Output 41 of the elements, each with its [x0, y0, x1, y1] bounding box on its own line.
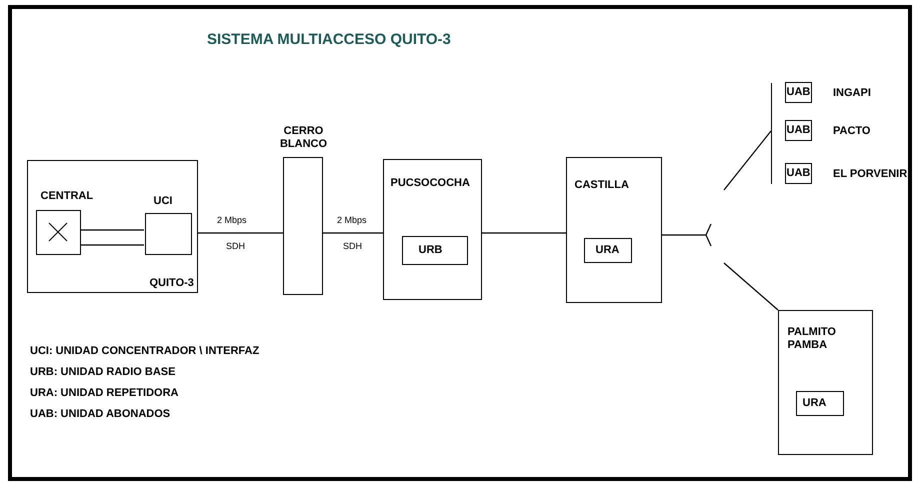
- unit-box: [402, 236, 468, 265]
- connector-line: [198, 232, 283, 234]
- data-rate-label: 2 Mbps: [337, 214, 367, 227]
- node-label: URA: [596, 244, 620, 256]
- unit-box: [796, 391, 844, 416]
- diagram-title: SISTEMA MULTIACCESO QUITO-3: [207, 33, 451, 46]
- node-label: PUCSOCOCHA: [390, 176, 470, 190]
- connector-line: [724, 130, 772, 190]
- node-label: UCI: [154, 194, 172, 208]
- data-rate-label: 2 Mbps: [217, 214, 247, 227]
- legend-note: URB: UNIDAD RADIO BASE: [30, 366, 176, 379]
- node-label: UAB: [786, 124, 810, 136]
- unit-box: [584, 238, 632, 263]
- node-label: QUITO-3: [150, 276, 194, 290]
- site-box: [27, 160, 198, 293]
- node-label: PALMITO PAMBA: [788, 326, 837, 352]
- node-label: CENTRAL: [40, 190, 94, 202]
- node-label: CASTILLA: [574, 178, 629, 192]
- legend-note: UAB: UNIDAD ABONADOS: [30, 408, 170, 421]
- connector-line: [482, 232, 566, 234]
- node-label: URA: [802, 396, 826, 410]
- double-line: [79, 229, 145, 246]
- node-label: CERRO BLANCO: [280, 124, 328, 150]
- site-name: PACTO: [833, 125, 870, 138]
- site-box: [778, 310, 873, 455]
- unit-box: [785, 82, 812, 103]
- connector-line: [323, 232, 383, 234]
- node-label: UAB: [786, 86, 810, 98]
- site-box: [566, 157, 662, 303]
- node-label: UAB: [786, 166, 810, 180]
- site-box: [383, 159, 482, 300]
- site-name: EL PORVENIR: [833, 168, 908, 181]
- legend-note: URA: UNIDAD REPETIDORA: [30, 387, 178, 400]
- node-label: URB: [418, 244, 442, 256]
- antenna-line: [662, 223, 712, 247]
- bus-bar: [771, 83, 774, 184]
- connector-line: [724, 262, 778, 310]
- unit-box: [785, 163, 812, 184]
- unit-box: [785, 120, 812, 141]
- site-name: INGAPI: [833, 87, 871, 100]
- legend-note: UCI: UNIDAD CONCENTRADOR \ INTERFAZ: [30, 345, 260, 358]
